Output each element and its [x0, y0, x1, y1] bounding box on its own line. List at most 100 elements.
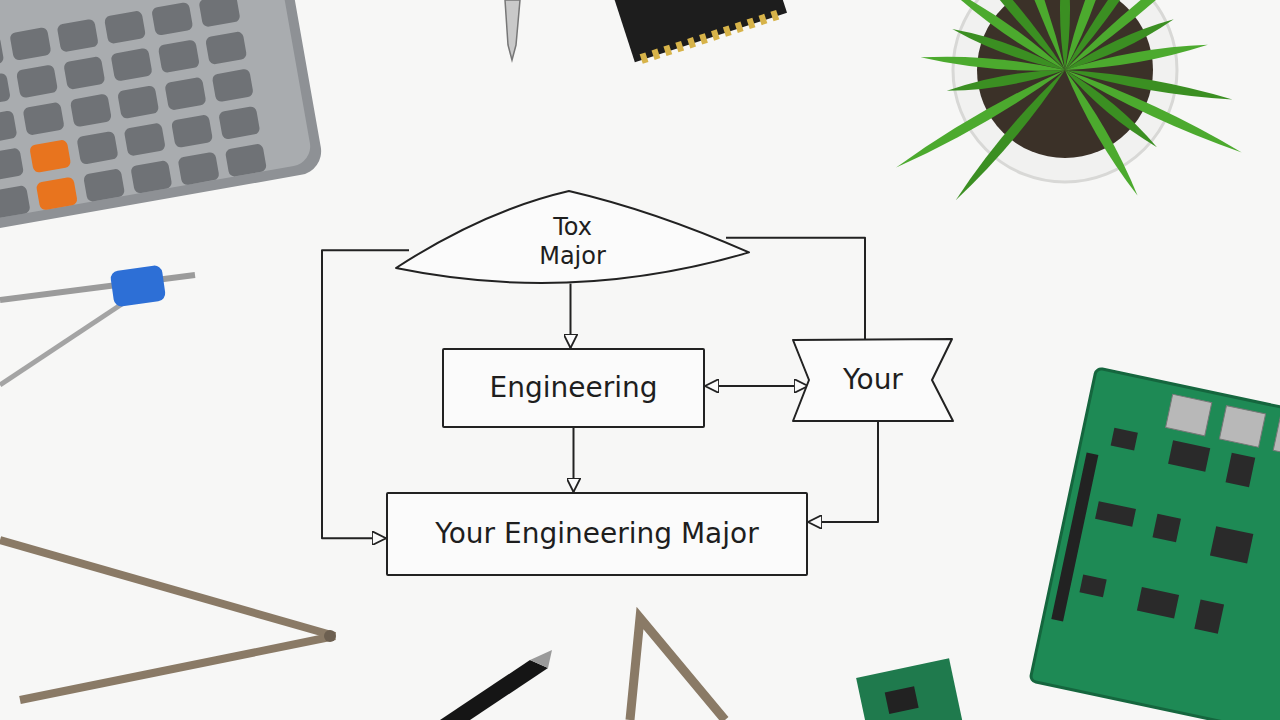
calculator-key — [198, 0, 240, 28]
calculator-key — [0, 35, 4, 69]
calculator-key — [70, 93, 112, 127]
calculator-key — [212, 68, 254, 102]
node-label: Your Engineering Major — [435, 517, 758, 551]
calculator-key — [0, 185, 31, 219]
chip-body — [610, 0, 787, 62]
calculator-key — [36, 177, 78, 211]
calculator-key — [110, 48, 152, 82]
plant-leaves — [896, 0, 1242, 200]
set-square — [630, 618, 725, 720]
calculator-key — [29, 139, 71, 173]
node-label: Tox Major — [528, 213, 618, 271]
board-component — [1168, 440, 1210, 471]
calculator-key — [158, 39, 200, 73]
process-box: Engineering — [442, 348, 705, 428]
board-component — [1210, 526, 1253, 563]
chip-pin — [675, 41, 684, 52]
calculator-key — [218, 106, 260, 140]
pencil — [505, 0, 520, 60]
calculator-key — [9, 27, 51, 61]
plant-leaf — [1065, 45, 1208, 70]
calculator-key — [130, 160, 172, 194]
chip-pin — [747, 18, 756, 29]
chip-board — [610, 0, 788, 66]
compass-arm — [0, 275, 195, 300]
plant-leaf — [998, 0, 1065, 70]
board-connector — [1273, 417, 1280, 459]
calculator-key — [171, 114, 213, 148]
board-pcb — [856, 658, 966, 720]
board-component — [1194, 600, 1224, 634]
plant-leaf — [896, 70, 1065, 168]
flow-connector — [573, 428, 575, 492]
calculator-key — [151, 2, 193, 36]
chip-pin — [711, 29, 720, 40]
board-component — [1079, 575, 1106, 598]
small-circuit-board — [856, 658, 966, 720]
chip-pin — [687, 37, 696, 48]
node-outline — [396, 191, 749, 283]
chip-pin — [663, 45, 672, 56]
node-label: Engineering — [490, 371, 658, 405]
divider-leg — [0, 540, 335, 636]
flow-connector — [808, 421, 878, 522]
calculator-key — [0, 110, 18, 144]
chip-pin — [652, 49, 661, 60]
circuit-board — [1030, 368, 1280, 720]
calculator-key — [57, 18, 99, 52]
plant-leaf — [921, 57, 1065, 71]
calculator-face — [0, 0, 313, 223]
pen-tip — [530, 650, 552, 668]
calculator-key — [124, 122, 166, 156]
pencil-tip — [505, 0, 520, 60]
calculator-key — [225, 143, 267, 177]
set-square-edge — [630, 618, 725, 720]
board-components — [1051, 379, 1280, 665]
calculator — [0, 0, 325, 235]
calculator-keypad — [0, 0, 267, 219]
calculator-key — [205, 31, 247, 65]
calculator-key — [22, 102, 64, 136]
chip-pin — [723, 25, 732, 36]
decision-lens: Tox Major — [395, 190, 750, 294]
result-box: Your Engineering Major — [386, 492, 808, 576]
chip-pin — [735, 22, 744, 33]
calculator-key — [164, 77, 206, 111]
potted-plant — [896, 0, 1242, 200]
board-connector — [1219, 406, 1265, 448]
flow-connector — [705, 385, 808, 387]
chip-pin — [640, 52, 649, 63]
board-component — [1095, 501, 1136, 527]
divider-joint — [324, 630, 336, 642]
calculator-key — [0, 147, 24, 181]
calculator-key — [76, 131, 118, 165]
board-component — [1153, 514, 1181, 542]
compass-tool — [0, 265, 195, 385]
board-component — [1111, 428, 1138, 451]
board-chip — [885, 686, 919, 714]
node-label: Your — [843, 363, 903, 397]
chip-pin — [759, 14, 768, 25]
calculator-key — [63, 56, 105, 90]
pen-body — [440, 660, 548, 720]
board-component — [1137, 587, 1179, 618]
pin-header — [1051, 453, 1098, 622]
plant-leaf — [1065, 70, 1138, 196]
calculator-key — [117, 85, 159, 119]
divider-tool — [0, 540, 336, 700]
banner-tag: Your — [792, 338, 954, 422]
plant-leaf — [1065, 70, 1157, 147]
divider-leg — [20, 636, 335, 700]
node-outline — [793, 339, 953, 421]
calculator-key — [178, 152, 220, 186]
board-component — [1226, 453, 1256, 487]
plant-leaf — [1065, 0, 1214, 70]
pen — [440, 650, 552, 720]
calculator-body — [0, 0, 325, 235]
plant-leaf — [947, 70, 1065, 91]
board-connector — [1166, 394, 1212, 436]
board-pcb — [1030, 368, 1280, 720]
chip-pins — [640, 10, 780, 64]
calculator-key — [104, 10, 146, 44]
calculator-key — [83, 168, 125, 202]
